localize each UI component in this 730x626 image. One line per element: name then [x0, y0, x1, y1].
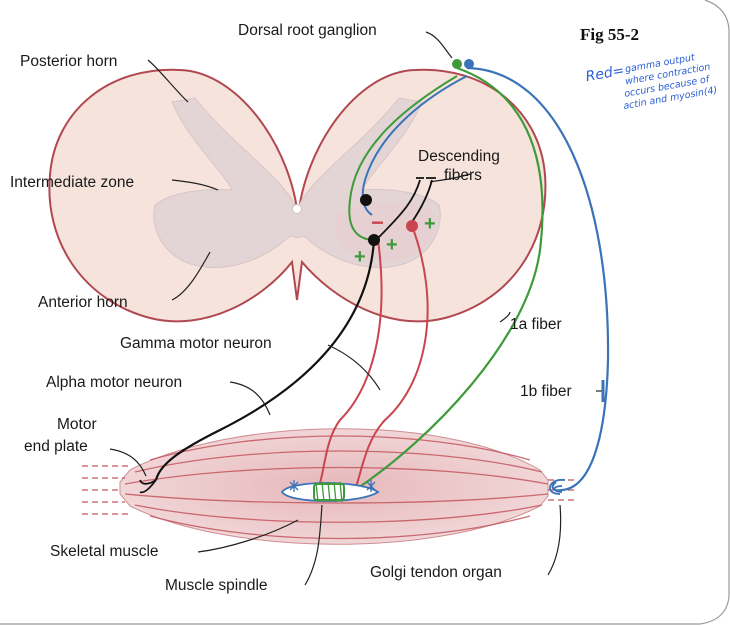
label-descending-fibers-2: fibers: [444, 167, 482, 184]
label-motor-end-plate-2: end plate: [24, 438, 88, 455]
fiber-1a-inner: [348, 75, 458, 241]
alpha-motor-neuron-fiber: [154, 239, 376, 481]
dorsal-root-ganglion-green: [452, 59, 462, 69]
tendon-left: [82, 465, 132, 515]
annotation-lead: Red=: [584, 63, 625, 86]
label-skeletal-muscle: Skeletal muscle: [50, 543, 159, 560]
label-golgi-tendon-organ: Golgi tendon organ: [370, 564, 502, 581]
motor-end-plate: [139, 479, 157, 494]
label-posterior-horn: Posterior horn: [20, 53, 117, 70]
minus-sign: −: [371, 210, 384, 235]
dorsal-root-ganglion-blue: [464, 59, 474, 69]
label-descending-fibers-1: Descending: [418, 148, 500, 165]
spinal-cord: [48, 68, 547, 323]
label-motor-end-plate-1: Motor: [57, 416, 97, 433]
plus-sign-1a-upper: +: [424, 213, 436, 235]
label-muscle-spindle: Muscle spindle: [165, 577, 268, 594]
alpha-motor-neuron-cell-body: [368, 234, 380, 246]
label-1b-fiber: 1b fiber: [520, 383, 572, 400]
central-canal: [292, 204, 302, 214]
label-gamma-motor-neuron: Gamma motor neuron: [120, 335, 272, 352]
muscle-spindle-capsule: [280, 480, 380, 503]
label-intermediate-zone: Intermediate zone: [10, 174, 134, 191]
label-1a-fiber: 1a fiber: [510, 316, 562, 333]
plus-sign-alpha: +: [386, 234, 398, 256]
interneuron-cell-body: [360, 194, 372, 206]
muscle-fibers: [124, 435, 549, 540]
figure-label: Fig 55-2: [580, 25, 639, 44]
label-alpha-motor-neuron: Alpha motor neuron: [46, 374, 182, 391]
label-dorsal-root-ganglion: Dorsal root ganglion: [238, 22, 377, 39]
leader-lines: [109, 31, 602, 586]
gamma-motor-neuron-fibers: [317, 225, 429, 491]
label-anterior-horn: Anterior horn: [38, 294, 128, 311]
plus-sign-interneuron: +: [354, 246, 366, 268]
gamma-motor-neuron-cell-body: [406, 220, 418, 232]
fiber-1b-path: [466, 66, 610, 492]
handwritten-annotation: Red= gamma output where contraction occu…: [584, 52, 718, 112]
spinal-cord-outline: [48, 68, 547, 323]
descending-fibers: [377, 177, 436, 239]
golgi-tendon-organ-receptor: [549, 479, 566, 495]
fiber-1a-path: [354, 66, 544, 491]
